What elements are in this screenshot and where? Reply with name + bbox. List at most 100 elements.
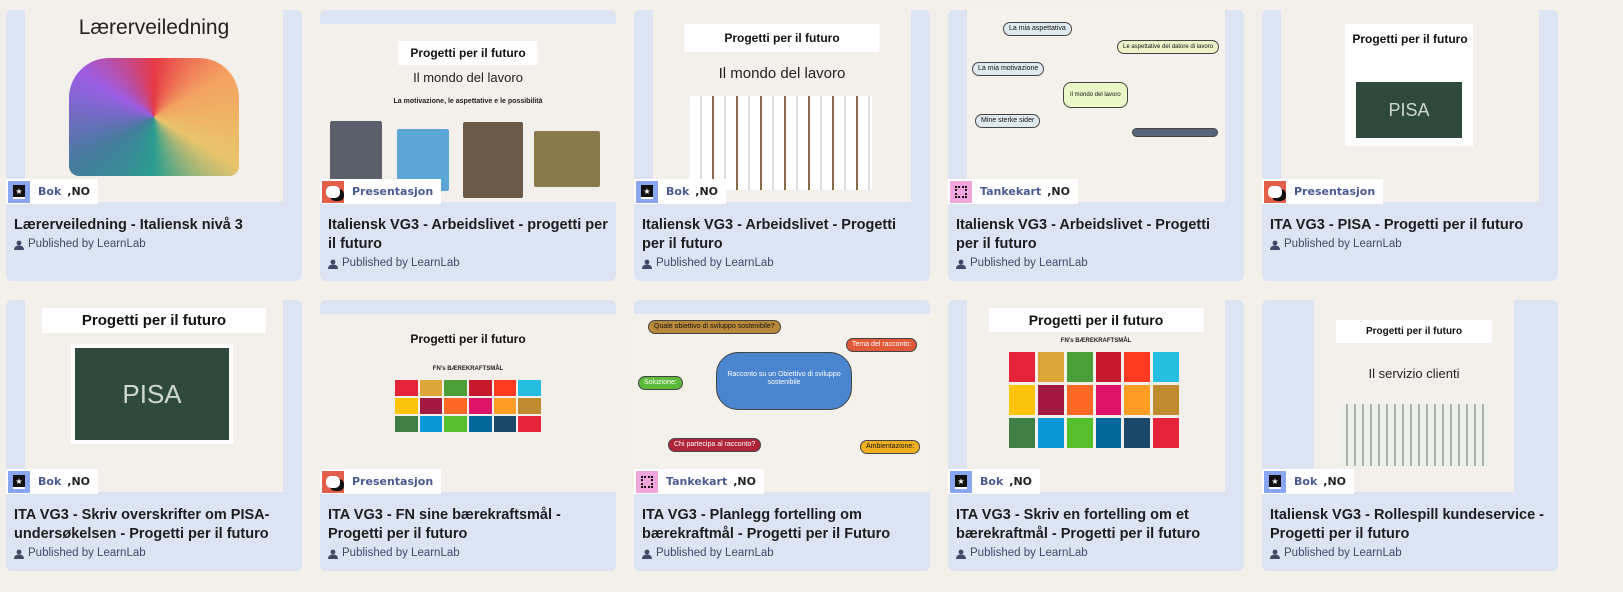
resource-type-badge: ★ Bok ,NO bbox=[634, 179, 727, 204]
mindmap-node: Quale obiettivo di sviluppo sostenibile? bbox=[648, 320, 781, 334]
chalkboard-image: PISA bbox=[1352, 78, 1466, 142]
thumbnail-area[interactable]: Racconto su un Obiettivo di sviluppo sos… bbox=[634, 300, 930, 494]
resource-card[interactable]: Progetti per il futuro PISA Presentasjon… bbox=[1262, 10, 1558, 281]
card-title[interactable]: ITA VG3 - Skriv overskrifter om PISA-und… bbox=[14, 507, 270, 542]
resource-card[interactable]: Progetti per il futuro Il mondo del lavo… bbox=[320, 10, 616, 281]
resource-type-badge: Presentasjon bbox=[1262, 179, 1384, 204]
thumbnail-area[interactable]: Progetti per il futuro PISA ★ Bok ,NO bbox=[6, 300, 302, 494]
resource-type: Presentasjon bbox=[352, 185, 434, 198]
publisher: Published by LearnLab bbox=[1270, 546, 1550, 561]
mindmap-node bbox=[1132, 128, 1218, 137]
card-text: Italiensk VG3 - Rollespill kundeservice … bbox=[1262, 494, 1558, 571]
resource-type-badge: ★ Bok ,NO bbox=[6, 469, 99, 494]
thumbnail[interactable]: Progetti per il futuro FN's BÆREKRAFTSMÅ… bbox=[320, 314, 616, 492]
language-code: ,NO bbox=[1047, 185, 1070, 198]
thumbnail-area[interactable]: Il mondo del lavoro La mia aspettativa L… bbox=[948, 10, 1244, 204]
resource-card[interactable]: Lærerveiledning ★ Bok ,NO Lærerveilednin… bbox=[6, 10, 302, 281]
thumbnail-area[interactable]: Lærerveiledning ★ Bok ,NO bbox=[6, 10, 302, 204]
thumbnail[interactable]: Progetti per il futuro FN's BÆREKRAFTSMÅ… bbox=[967, 300, 1225, 492]
bok-icon: ★ bbox=[950, 470, 972, 493]
card-title[interactable]: Italiensk VG3 - Arbeidslivet - Progetti … bbox=[642, 217, 897, 252]
thumbnail[interactable]: Il mondo del lavoro La mia aspettativa L… bbox=[967, 10, 1225, 202]
thumbnail[interactable]: Progetti per il futuro Il servizio clien… bbox=[1314, 300, 1514, 492]
resource-type-badge: Tankekart ,NO bbox=[948, 179, 1078, 204]
resource-grid: Lærerveiledning ★ Bok ,NO Lærerveilednin… bbox=[6, 10, 1558, 571]
card-title[interactable]: Italiensk VG3 - Arbeidslivet - progetti … bbox=[328, 217, 608, 252]
thumbnail[interactable]: Lærerveiledning bbox=[25, 10, 283, 202]
resource-type-badge: Tankekart ,NO bbox=[634, 469, 764, 494]
language-code: ,NO bbox=[695, 185, 719, 198]
thumbnail[interactable]: Progetti per il futuro PISA bbox=[25, 300, 283, 492]
mindmap-node: Ambientazione: bbox=[860, 440, 921, 454]
resource-type-badge: ★ Bok ,NO bbox=[948, 469, 1041, 494]
card-text: Italiensk VG3 - Arbeidslivet - Progetti … bbox=[948, 204, 1244, 281]
mindmap-node: La mia aspettativa bbox=[1003, 22, 1072, 36]
published-by-label: Published by LearnLab bbox=[342, 547, 460, 559]
card-title[interactable]: ITA VG3 - Planlegg fortelling om bærekra… bbox=[642, 507, 891, 542]
thumbnail[interactable]: Progetti per il futuro PISA bbox=[1281, 10, 1539, 202]
publisher: Published by LearnLab bbox=[328, 546, 608, 561]
slide-subtitle: Il servizio clienti bbox=[1368, 366, 1460, 381]
publisher: Published by LearnLab bbox=[14, 237, 294, 252]
slide-header: Progetti per il futuro bbox=[410, 332, 526, 346]
thumbnail-area[interactable]: Progetti per il futuro Il mondo del lavo… bbox=[320, 10, 616, 204]
card-text: ITA VG3 - Planlegg fortelling om bærekra… bbox=[634, 494, 930, 571]
resource-card[interactable]: Progetti per il futuro FN's BÆREKRAFTSMÅ… bbox=[948, 300, 1244, 571]
card-title[interactable]: Italiensk VG3 - Arbeidslivet - Progetti … bbox=[956, 217, 1211, 252]
card-title[interactable]: ITA VG3 - PISA - Progetti per il futuro bbox=[1270, 217, 1524, 233]
tankekart-icon bbox=[636, 470, 658, 493]
card-text: ITA VG3 - Skriv en fortelling om et bære… bbox=[948, 494, 1244, 571]
published-by-label: Published by LearnLab bbox=[28, 547, 146, 559]
resource-card[interactable]: Progetti per il futuro PISA ★ Bok ,NO IT… bbox=[6, 300, 302, 571]
user-icon bbox=[642, 259, 652, 269]
user-icon bbox=[328, 549, 338, 559]
thumbnail[interactable]: Racconto su un Obiettivo di sviluppo sos… bbox=[634, 314, 930, 492]
publisher: Published by LearnLab bbox=[956, 256, 1236, 271]
resource-card[interactable]: Progetti per il futuro Il mondo del lavo… bbox=[634, 10, 930, 281]
user-icon bbox=[642, 549, 652, 559]
thumbnail-area[interactable]: Progetti per il futuro FN's BÆREKRAFTSMÅ… bbox=[948, 300, 1244, 494]
slide-caption: FN's BÆREKRAFTSMÅL bbox=[1060, 338, 1132, 344]
resource-card[interactable]: Progetti per il futuro FN's BÆREKRAFTSMÅ… bbox=[320, 300, 616, 571]
tankekart-icon bbox=[950, 180, 972, 203]
card-text: Italiensk VG3 - Arbeidslivet - Progetti … bbox=[634, 204, 930, 281]
thumbnail-area[interactable]: Progetti per il futuro Il mondo del lavo… bbox=[634, 10, 930, 204]
user-icon bbox=[14, 240, 24, 250]
card-text: ITA VG3 - PISA - Progetti per il futuro … bbox=[1262, 204, 1558, 262]
mindmap-node: Le aspettative del datore di lavoro bbox=[1117, 40, 1220, 54]
card-title[interactable]: Lærerveiledning - Italiensk nivå 3 bbox=[14, 217, 243, 233]
illustration-image bbox=[690, 96, 872, 190]
published-by-label: Published by LearnLab bbox=[342, 257, 460, 269]
published-by-label: Published by LearnLab bbox=[1284, 238, 1402, 250]
presentasjon-icon bbox=[322, 180, 344, 203]
thumbnail-area[interactable]: Progetti per il futuro PISA Presentasjon bbox=[1262, 10, 1558, 204]
thumbnail-area[interactable]: Progetti per il futuro Il servizio clien… bbox=[1262, 300, 1558, 494]
resource-card[interactable]: Racconto su un Obiettivo di sviluppo sos… bbox=[634, 300, 930, 571]
publisher: Published by LearnLab bbox=[642, 546, 922, 561]
resource-type-badge: Presentasjon bbox=[320, 179, 442, 204]
chalkboard-image: PISA bbox=[71, 344, 233, 444]
photo bbox=[463, 122, 523, 198]
resource-card[interactable]: Il mondo del lavoro La mia aspettativa L… bbox=[948, 10, 1244, 281]
thumbnail[interactable]: Progetti per il futuro Il mondo del lavo… bbox=[653, 10, 911, 202]
publisher: Published by LearnLab bbox=[956, 546, 1236, 561]
mindmap-node: Mine sterke sider bbox=[975, 114, 1041, 128]
mindmap-center: Il mondo del lavoro bbox=[1063, 82, 1128, 108]
resource-type: Presentasjon bbox=[1294, 185, 1376, 198]
thumbnail-area[interactable]: Progetti per il futuro FN's BÆREKRAFTSMÅ… bbox=[320, 300, 616, 494]
card-title[interactable]: ITA VG3 - FN sine bærekraftsmål - Proget… bbox=[328, 507, 561, 542]
icons-image bbox=[1340, 404, 1488, 466]
thumbnail[interactable]: Progetti per il futuro Il mondo del lavo… bbox=[320, 24, 616, 202]
resource-type: Bok bbox=[1294, 475, 1318, 488]
publisher: Published by LearnLab bbox=[14, 546, 294, 561]
resource-type-badge: Presentasjon bbox=[320, 469, 442, 494]
card-text: Italiensk VG3 - Arbeidslivet - progetti … bbox=[320, 204, 616, 281]
resource-card[interactable]: Progetti per il futuro Il servizio clien… bbox=[1262, 300, 1558, 571]
card-title[interactable]: ITA VG3 - Skriv en fortelling om et bære… bbox=[956, 507, 1201, 542]
card-title[interactable]: Italiensk VG3 - Rollespill kundeservice … bbox=[1270, 507, 1544, 542]
resource-type: Bok bbox=[38, 185, 62, 198]
publisher: Published by LearnLab bbox=[1270, 237, 1550, 252]
resource-type-badge: ★ Bok ,NO bbox=[6, 179, 99, 204]
photo bbox=[534, 131, 600, 187]
slide-caption: FN's BÆREKRAFTSMÅL bbox=[432, 366, 504, 372]
